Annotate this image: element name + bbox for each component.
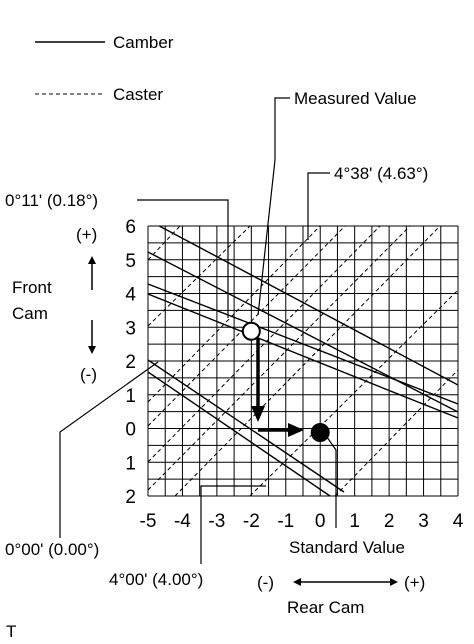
caster-line [148, 226, 181, 261]
front-cam-label-line2: Cam [12, 304, 48, 323]
front-cam-indicator: (+) Front Cam (-) [12, 225, 97, 384]
caster-line [148, 226, 411, 491]
x-tick-label: 2 [384, 511, 395, 532]
camber-0-00-leader [59, 361, 159, 538]
camber-line [148, 359, 345, 493]
front-cam-plus: (+) [76, 225, 97, 244]
caster-4-38-leader [307, 172, 330, 240]
rear-cam-plus: (+) [404, 573, 425, 592]
camber-line [148, 371, 331, 496]
measured-value-label: Measured Value [294, 89, 417, 108]
x-tick-label: 1 [349, 511, 360, 532]
leader-lines [59, 97, 337, 564]
camber-0-11-label: 0°11' (0.18°) [5, 191, 98, 210]
front-cam-minus: (-) [80, 365, 97, 384]
y-tick-label: 2 [125, 352, 136, 373]
x-tick-label: -4 [174, 511, 191, 532]
standard-value-label: Standard Value [289, 538, 405, 557]
caster-legend-label: Caster [113, 85, 163, 104]
caster-line [148, 226, 321, 403]
y-tick-label: 1 [125, 386, 136, 407]
rear-cam-minus: (-) [257, 573, 274, 592]
caster-line [148, 226, 251, 327]
caster-line [334, 369, 458, 496]
y-tick-label: 4 [125, 285, 136, 306]
y-tick-label: 1 [125, 453, 136, 474]
x-tick-label: -1 [277, 511, 294, 532]
measured-leader [257, 97, 290, 316]
y-tick-label: 2 [125, 487, 136, 508]
caster-line [174, 226, 441, 496]
camber-0-11-leader [137, 199, 229, 318]
corner-mark: T [6, 622, 16, 641]
standard-point [310, 423, 330, 442]
camber-line [148, 251, 458, 413]
y-tick-label: 6 [125, 217, 136, 238]
front-cam-label-line1: Front [12, 278, 52, 297]
x-tick-label: -3 [208, 511, 225, 532]
y-tick-label: 5 [125, 251, 136, 272]
rear-cam-indicator: (-) (+) Rear Cam [257, 573, 425, 617]
grid [147, 225, 459, 497]
x-tick-label: 3 [418, 511, 429, 532]
camber-line [148, 293, 458, 419]
camber-line [157, 226, 458, 386]
camber-legend-label: Camber [113, 33, 174, 52]
caster-4-38-label: 4°38' (4.63°) [334, 164, 428, 183]
camber-0-00-label: 0°00' (0.00°) [5, 540, 99, 559]
x-tick-label: -2 [243, 511, 260, 532]
adjustment-path [251, 338, 304, 437]
y-tick-label: 3 [125, 318, 136, 339]
caster-4-00-leader [200, 485, 266, 564]
y-tick-label: 0 [125, 420, 136, 441]
x-tick-label: 4 [453, 511, 464, 532]
rear-cam-label: Rear Cam [287, 598, 364, 617]
y-tick-labels: 6 5 4 3 2 1 0 1 2 [125, 217, 136, 508]
camber-line [148, 283, 458, 405]
x-tick-label: 0 [315, 511, 326, 532]
line-set [148, 226, 458, 496]
legend: Camber Caster [35, 33, 174, 104]
caster-4-00-label: 4°00' (4.00°) [109, 570, 203, 589]
x-tick-labels: -5 -4 -3 -2 -1 0 1 2 3 4 [140, 511, 464, 532]
caster-line [148, 226, 381, 463]
x-tick-label: -5 [140, 511, 157, 532]
measured-point [241, 321, 261, 341]
